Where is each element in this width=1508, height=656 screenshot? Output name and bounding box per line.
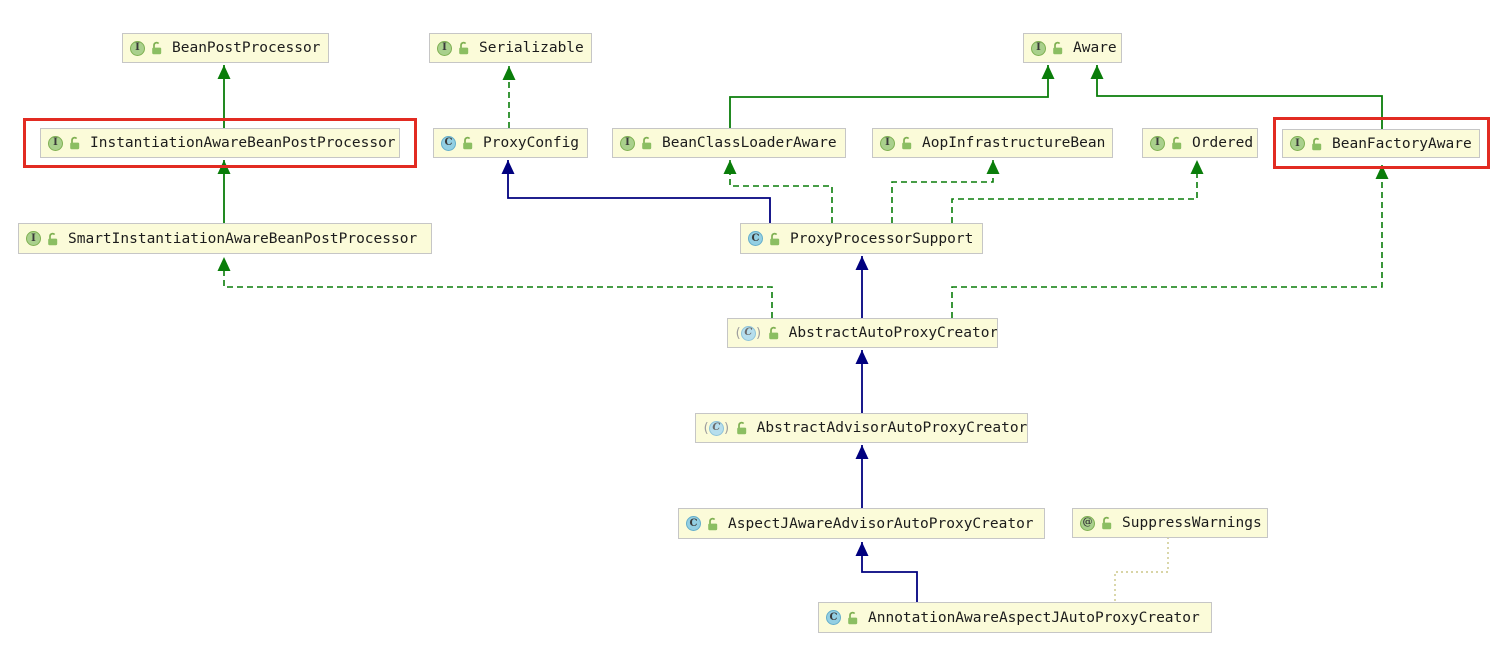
node-proxy-config[interactable]: C ProxyConfig: [433, 128, 588, 158]
abstract-class-icon: (C): [702, 420, 731, 436]
node-smart-instantiation-aware-bean-post-processor[interactable]: I SmartInstantiationAwareBeanPostProcesso…: [18, 223, 432, 254]
node-proxy-processor-support[interactable]: C ProxyProcessorSupport: [740, 223, 983, 254]
public-visibility-lock-icon: [1312, 137, 1322, 150]
node-bean-post-processor[interactable]: I BeanPostProcessor: [122, 33, 329, 63]
node-abstract-advisor-auto-proxy-creator[interactable]: (C) AbstractAdvisorAutoProxyCreator: [695, 413, 1028, 443]
edge-proxy-processor-support--aop-infrastructure-bean: [891, 160, 1000, 223]
public-visibility-lock-icon: [642, 136, 652, 150]
class-name-label: BeanFactoryAware: [1332, 135, 1472, 152]
node-bean-class-loader-aware[interactable]: I BeanClassLoaderAware: [612, 128, 846, 158]
edge-annotation-aware-aspectj-auto-proxy-creator--suppress-warnings: [1114, 537, 1169, 602]
public-visibility-lock-icon: [463, 136, 473, 150]
public-visibility-lock-icon: [770, 232, 780, 245]
edge-abstract-auto-proxy-creator--smart-instantiation-aware-bean-post-processor: [217, 257, 773, 318]
arrowhead-icon: [855, 256, 869, 270]
arrowhead-icon: [501, 160, 515, 174]
node-bean-factory-aware[interactable]: I BeanFactoryAware: [1282, 129, 1480, 158]
arrowhead-icon: [855, 445, 869, 459]
abstract-class-icon: (C): [734, 325, 763, 341]
edge-abstract-auto-proxy-creator--proxy-processor-support: [855, 256, 869, 318]
public-visibility-lock-icon: [848, 611, 858, 624]
class-name-label: BeanClassLoaderAware: [662, 135, 837, 151]
arrowhead-icon: [1090, 65, 1104, 79]
public-visibility-lock-icon: [708, 517, 718, 530]
arrowhead-icon: [1190, 160, 1204, 174]
edge-abstract-auto-proxy-creator--bean-factory-aware: [951, 165, 1389, 318]
class-icon: C: [748, 231, 763, 246]
node-instantiation-aware-bean-post-processor[interactable]: I InstantiationAwareBeanPostProcessor: [40, 128, 400, 158]
edge-bean-factory-aware--aware: [1090, 65, 1383, 129]
node-annotation-aware-aspectj-auto-proxy-creator[interactable]: C AnnotationAwareAspectJAutoProxyCreator: [818, 602, 1212, 633]
class-name-label: InstantiationAwareBeanPostProcessor: [90, 135, 396, 151]
arrowhead-icon: [986, 160, 1000, 174]
annotation-icon: @: [1080, 515, 1095, 531]
public-visibility-lock-icon: [459, 41, 469, 55]
interface-icon: I: [26, 231, 41, 246]
edge-aspectj-aware-advisor-auto-proxy-creator--abstract-advisor-auto-proxy-creator: [855, 445, 869, 508]
interface-icon: I: [1031, 40, 1046, 56]
arrowhead-icon: [217, 257, 231, 271]
interface-icon: I: [620, 135, 635, 151]
edge-annotation-aware-aspectj-auto-proxy-creator--aspectj-aware-advisor-auto-proxy-creator: [855, 542, 918, 602]
node-ordered[interactable]: I Ordered: [1142, 128, 1258, 158]
edge-bean-class-loader-aware--aware: [729, 65, 1055, 128]
class-name-label: AopInfrastructureBean: [922, 135, 1106, 151]
class-name-label: Aware: [1073, 40, 1117, 56]
selection-highlight-bean-factory-aware: [1273, 117, 1490, 169]
arrowhead-icon: [1375, 165, 1389, 179]
class-name-label: SmartInstantiationAwareBeanPostProcessor: [68, 230, 418, 247]
class-name-label: AbstractAdvisorAutoProxyCreator: [756, 420, 1028, 436]
class-name-label: Ordered: [1192, 135, 1254, 151]
public-visibility-lock-icon: [1172, 136, 1182, 150]
class-icon: C: [686, 516, 701, 531]
public-visibility-lock-icon: [48, 232, 58, 245]
arrowhead-icon: [723, 160, 737, 174]
class-name-label: SuppressWarnings: [1122, 515, 1262, 531]
edge-proxy-processor-support--bean-class-loader-aware: [723, 160, 833, 223]
arrowhead-icon: [502, 66, 516, 80]
interface-icon: I: [130, 40, 145, 56]
public-visibility-lock-icon: [152, 41, 162, 55]
arrowhead-icon: [217, 65, 231, 79]
edge-abstract-advisor-auto-proxy-creator--abstract-auto-proxy-creator: [855, 350, 869, 413]
edge-proxy-config--serializable: [502, 66, 516, 128]
node-abstract-auto-proxy-creator[interactable]: (C) AbstractAutoProxyCreator: [727, 318, 998, 348]
selection-highlight-instantiation-aware-bean-post-processor: [23, 118, 417, 168]
edge-proxy-processor-support--proxy-config: [501, 160, 771, 223]
public-visibility-lock-icon: [70, 136, 80, 150]
arrowhead-icon: [1041, 65, 1055, 79]
public-visibility-lock-icon: [736, 421, 746, 435]
class-name-label: ProxyConfig: [483, 135, 580, 151]
public-visibility-lock-icon: [1053, 41, 1063, 55]
interface-icon: I: [880, 135, 895, 151]
class-name-label: AspectJAwareAdvisorAutoProxyCreator: [728, 515, 1034, 532]
edge-proxy-processor-support--ordered: [951, 160, 1204, 223]
class-name-label: BeanPostProcessor: [172, 40, 321, 56]
public-visibility-lock-icon: [902, 136, 912, 150]
class-name-label: Serializable: [479, 40, 584, 56]
arrowhead-icon: [855, 542, 869, 556]
interface-icon: I: [48, 135, 63, 151]
class-name-label: AbstractAutoProxyCreator: [788, 325, 998, 341]
arrowhead-icon: [855, 350, 869, 364]
edge-instantiation-aware-bean-post-processor--bean-post-processor: [217, 65, 231, 128]
node-aware[interactable]: I Aware: [1023, 33, 1122, 63]
class-name-label: ProxyProcessorSupport: [790, 230, 974, 247]
node-aop-infrastructure-bean[interactable]: I AopInfrastructureBean: [872, 128, 1113, 158]
class-name-label: AnnotationAwareAspectJAutoProxyCreator: [868, 609, 1200, 626]
interface-icon: I: [1290, 136, 1305, 151]
class-icon: C: [826, 610, 841, 625]
node-aspectj-aware-advisor-auto-proxy-creator[interactable]: C AspectJAwareAdvisorAutoProxyCreator: [678, 508, 1045, 539]
class-icon: C: [441, 135, 456, 151]
node-suppress-warnings[interactable]: @ SuppressWarnings: [1072, 508, 1268, 538]
interface-icon: I: [1150, 135, 1165, 151]
node-serializable[interactable]: I Serializable: [429, 33, 592, 63]
interface-icon: I: [437, 40, 452, 56]
edge-smart-instantiation-aware-bean-post-processor--instantiation-aware-bean-post-processor: [217, 160, 231, 223]
public-visibility-lock-icon: [1102, 516, 1112, 530]
public-visibility-lock-icon: [768, 326, 778, 340]
